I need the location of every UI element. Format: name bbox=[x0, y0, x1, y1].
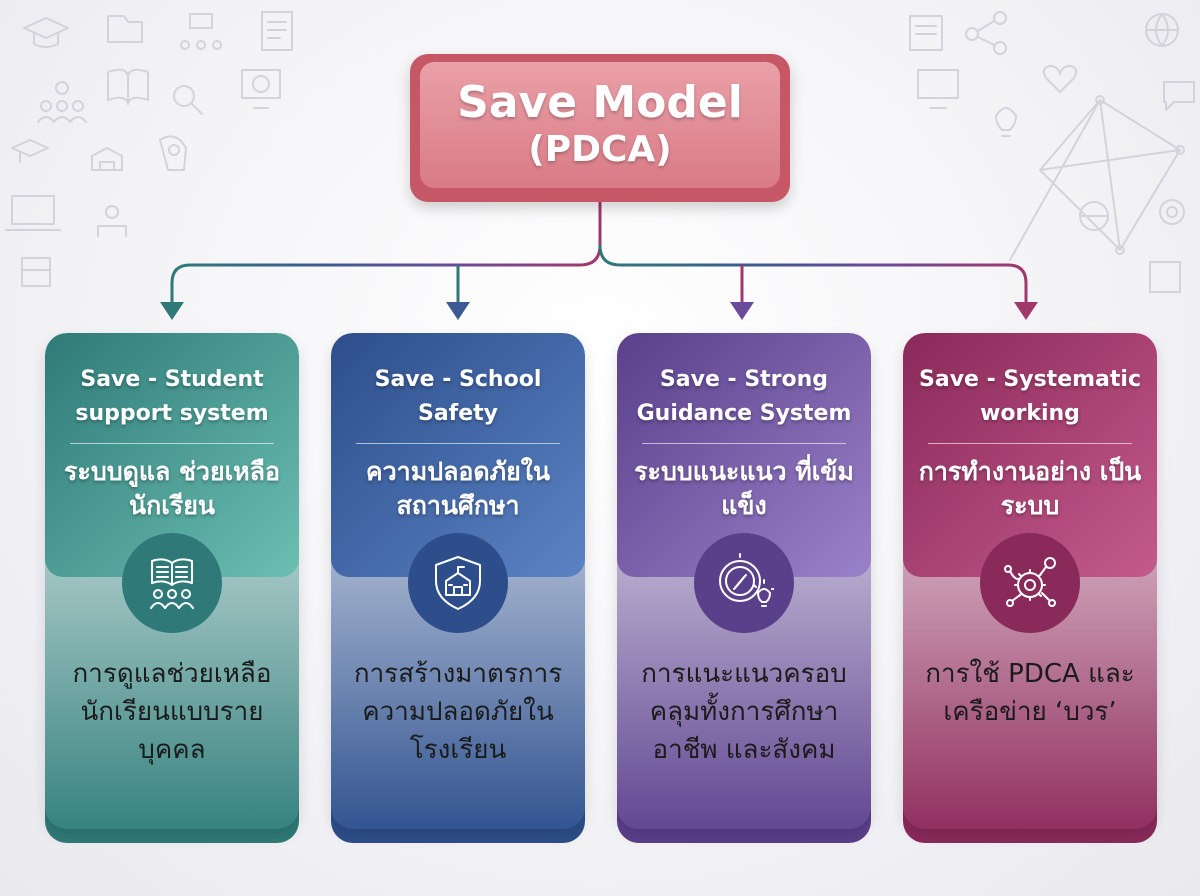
school-shield-icon bbox=[408, 533, 508, 633]
monitor-icon bbox=[917, 69, 959, 109]
folder-icon bbox=[107, 15, 143, 43]
arrow-down-icon bbox=[730, 302, 754, 320]
card-description: การแนะแนวครอบ คลุมทั้งการศึกษา อาชีพ และ… bbox=[641, 659, 847, 765]
card-heading: Save - Systematic working bbox=[919, 367, 1141, 426]
people-icon bbox=[37, 81, 87, 123]
arrow-down-icon bbox=[160, 302, 184, 320]
divider bbox=[70, 443, 274, 444]
book-icon bbox=[1149, 261, 1181, 293]
notebook-icon bbox=[909, 15, 943, 51]
card-thai-heading: ระบบแนะแนว ที่เข้มแข็ง bbox=[634, 457, 854, 520]
document-icon bbox=[261, 11, 293, 51]
share-icon bbox=[965, 11, 1007, 55]
globe-icon bbox=[1145, 13, 1179, 47]
presentation-group-icon bbox=[180, 13, 222, 50]
open-book-icon bbox=[107, 68, 149, 105]
monitor-globe-icon bbox=[241, 69, 281, 109]
chat-icon bbox=[1163, 81, 1195, 111]
card-heading: Save - Student support system bbox=[75, 367, 269, 426]
graduation-cap-icon bbox=[23, 17, 69, 48]
magnifier-icon bbox=[173, 85, 203, 115]
category-card: Save - School Safety ความปลอดภัยใน สถานศึ… bbox=[331, 333, 585, 843]
arrow-down-icon bbox=[1014, 302, 1038, 320]
card-thai-heading: ระบบดูแล ช่วยเหลือนักเรียน bbox=[64, 457, 280, 520]
card-description: การสร้างมาตรการ ความปลอดภัยใน โรงเรียน bbox=[353, 659, 563, 765]
category-card: Save - Systematic working การทำงานอย่าง เ… bbox=[903, 333, 1157, 843]
cap-icon bbox=[11, 139, 49, 163]
divider bbox=[928, 443, 1132, 444]
books-icon bbox=[21, 257, 51, 287]
title-sub: (PDCA) bbox=[528, 129, 672, 170]
teacher-icon bbox=[97, 205, 127, 237]
heart-icon bbox=[1042, 65, 1078, 93]
category-card: Save - Strong Guidance System ระบบแนะแนว … bbox=[617, 333, 871, 843]
title-main: Save Model bbox=[457, 77, 743, 128]
network-lines-icon bbox=[1009, 95, 1185, 261]
compass-lightbulb-icon bbox=[694, 533, 794, 633]
card-thai-heading: ความปลอดภัยใน สถานศึกษา bbox=[365, 457, 551, 520]
arrow-down-icon bbox=[446, 302, 470, 320]
category-card: Save - Student support system ระบบดูแล ช่… bbox=[45, 333, 299, 843]
card-description: การใช้ PDCA และเครือข่าย ‘บวร’ bbox=[925, 659, 1135, 727]
world-icon bbox=[1079, 201, 1109, 231]
divider bbox=[642, 443, 846, 444]
book-and-people-icon bbox=[122, 533, 222, 633]
card-thai-heading: การทำงานอย่าง เป็นระบบ bbox=[918, 457, 1142, 520]
card-heading: Save - School Safety bbox=[374, 367, 542, 426]
title-box: Save Model (PDCA) bbox=[410, 54, 790, 202]
gears-network-icon bbox=[980, 533, 1080, 633]
gear-icon bbox=[1159, 199, 1185, 225]
divider bbox=[356, 443, 560, 444]
head-gear-icon bbox=[159, 135, 187, 171]
school-building-icon bbox=[91, 147, 123, 171]
card-description: การดูแลช่วยเหลือ นักเรียนแบบราย บุคคล bbox=[72, 659, 272, 765]
lightbulb-icon bbox=[995, 107, 1017, 137]
laptop-icon bbox=[5, 195, 61, 231]
card-heading: Save - Strong Guidance System bbox=[636, 367, 852, 426]
